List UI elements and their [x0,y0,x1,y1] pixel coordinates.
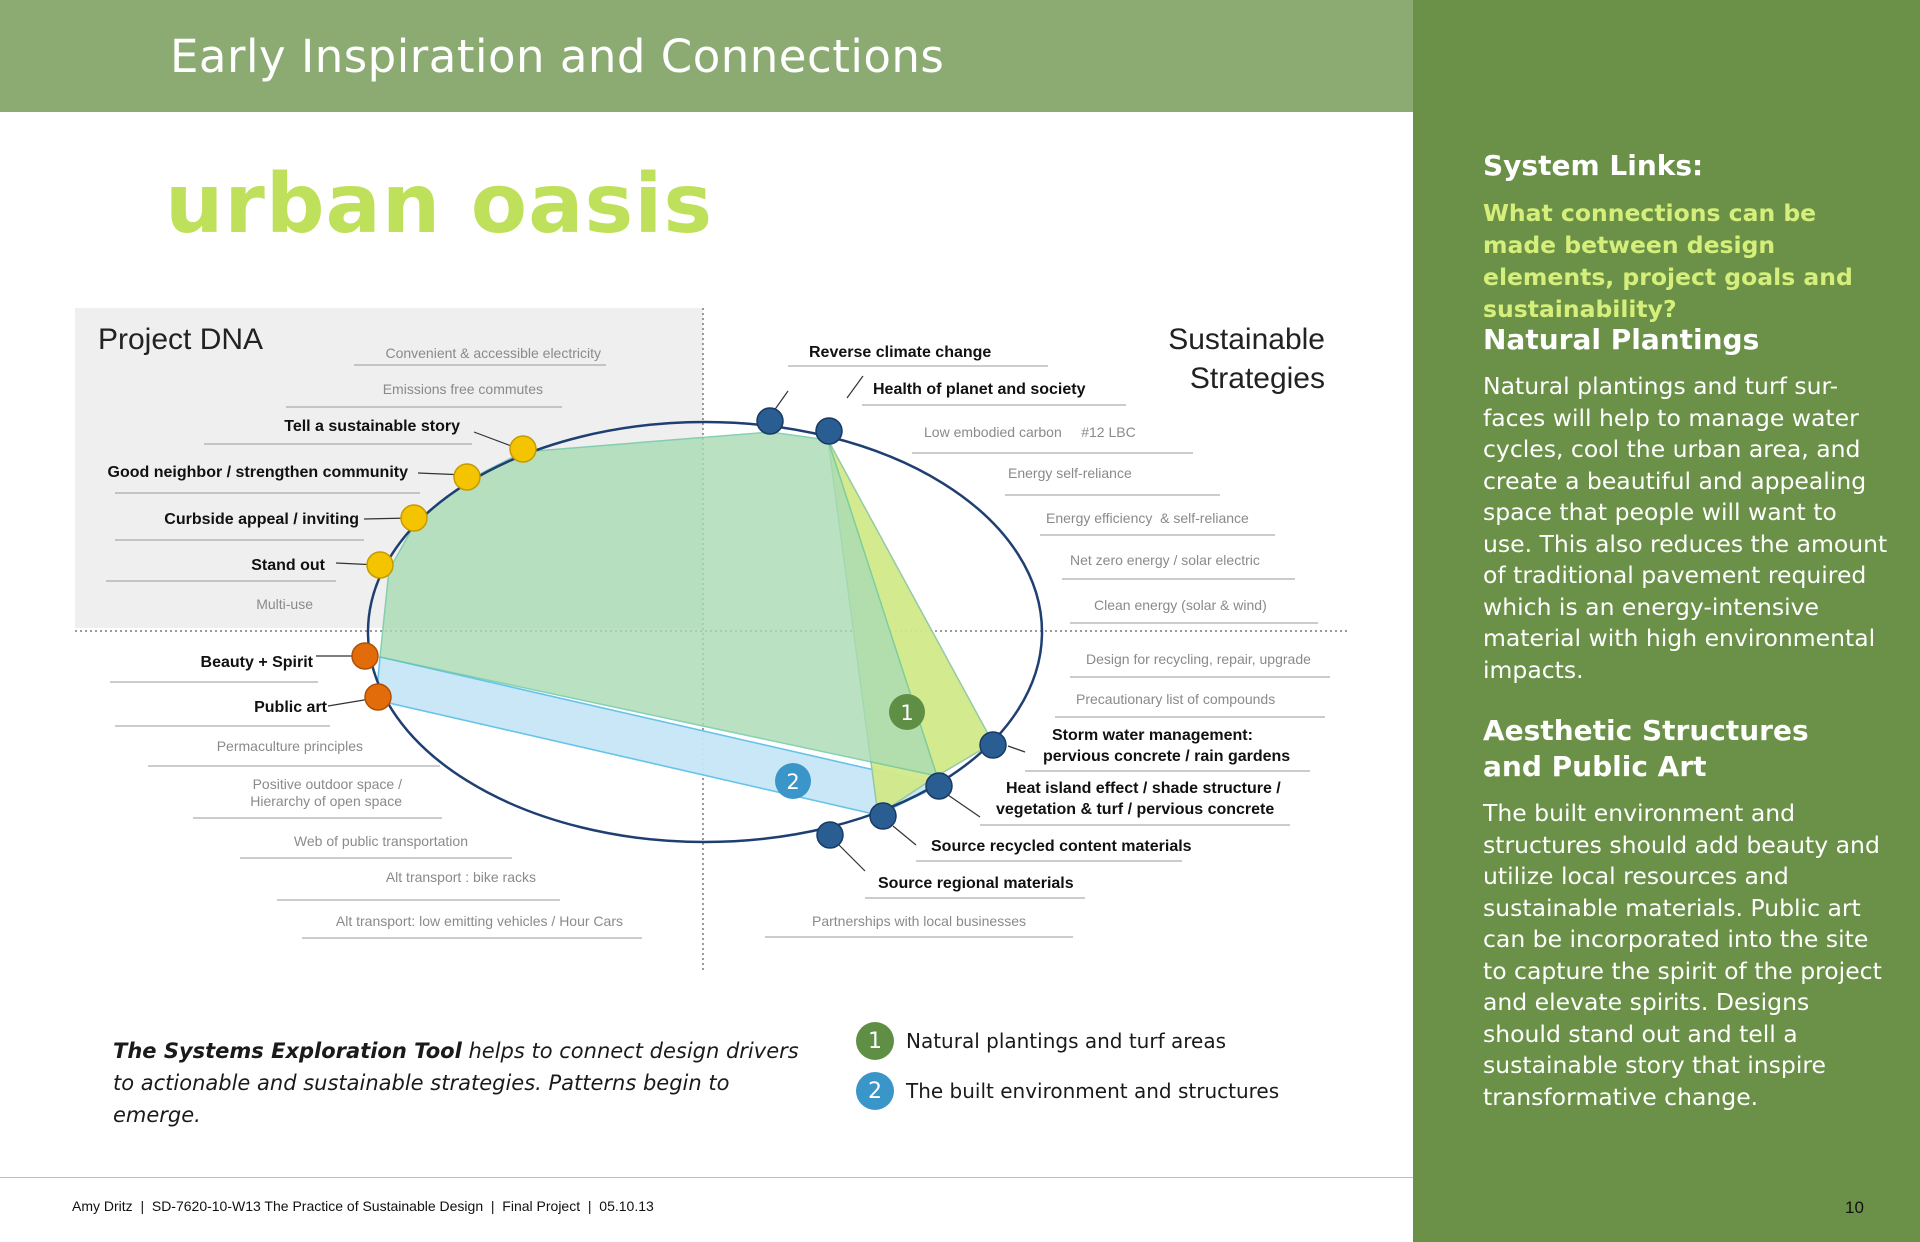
tool-description-rest: helps to connect design drivers to actio… [113,1039,799,1127]
label-public-art: Public art [254,699,328,716]
label-storm-water-1: Storm water management: [1052,727,1253,744]
header-bar: Early Inspiration and Connections [0,0,1413,112]
label-emissions-free: Emissions free commutes [383,381,543,397]
label-beauty-spirit: Beauty + Spirit [201,654,314,671]
label-recycled-content: Source recycled content materials [931,838,1192,855]
label-stand-out: Stand out [251,557,325,574]
label-net-zero: Net zero energy / solar electric [1070,552,1260,568]
footer-divider [0,1177,1413,1178]
node-stand-out [366,551,394,579]
label-good-neighbor: Good neighbor / strengthen community [108,464,409,481]
label-low-emitting: Alt transport: low emitting vehicles / H… [336,913,623,929]
tool-description: The Systems Exploration Tool helps to co… [113,1035,803,1131]
right-labels: Reverse climate change Health of planet … [765,344,1330,938]
label-bike-racks: Alt transport : bike racks [386,869,536,885]
label-health-planet: Health of planet and society [873,381,1086,398]
aesthetic-body: The built environment and structures sho… [1483,799,1882,1111]
node-beauty-spirit [351,642,379,670]
sustainable-strategies-title-1: Sustainable [1168,323,1325,356]
label-positive-outdoor-1: Positive outdoor space / [253,776,403,792]
node-health-planet-society [815,417,843,445]
zone-1-badge [889,694,925,730]
node-public-art [364,683,392,711]
system-links-heading: System Links: [1483,149,1704,182]
zone-2-badge [775,763,811,799]
label-storm-water-2: pervious concrete / rain gardens [1043,748,1290,765]
label-design-recycling: Design for recycling, repair, upgrade [1086,651,1311,667]
node-recycled-content [869,802,897,830]
label-convenient-electricity: Convenient & accessible electricity [385,345,601,361]
label-clean-energy: Clean energy (solar & wind) [1094,597,1267,613]
project-dna-title: Project DNA [98,323,263,356]
label-precautionary: Precautionary list of compounds [1076,691,1275,707]
legend-badge-1: 1 [856,1022,894,1060]
label-energy-self: Energy self-reliance [1008,465,1132,481]
label-tell-story: Tell a sustainable story [284,418,460,435]
tool-description-bold: The Systems Exploration Tool [113,1039,462,1063]
zone-2-badge-label: 2 [786,770,799,794]
sustainable-strategies-title-2: Strategies [1190,362,1325,395]
node-curbside-appeal [400,504,428,532]
system-links-question: What connections can be made between des… [1483,199,1853,323]
label-curbside: Curbside appeal / inviting [164,511,359,528]
label-permaculture: Permaculture principles [217,738,363,754]
systems-diagram: Project DNA Sustainable Strategies 1 2 [75,308,1348,972]
label-multi-use: Multi-use [256,596,313,612]
node-storm-water [979,731,1007,759]
node-heat-island [925,772,953,800]
legend-badge-2: 2 [856,1072,894,1110]
node-reverse-climate-change [756,407,784,435]
natural-plantings-heading: Natural Plantings [1483,323,1760,356]
label-heat-island-1: Heat island effect / shade structure / [1006,780,1281,797]
nodes [351,407,1007,849]
footer-credits: Amy Dritz | SD-7620-10-W13 The Practice … [72,1198,654,1214]
left-labels: Convenient & accessible electricity Emis… [106,345,642,939]
strategy-ellipse [366,420,1044,844]
label-heat-island-2: vegetation & turf / pervious concrete [996,801,1274,818]
page-title: urban oasis [165,157,714,252]
page-heading: Early Inspiration and Connections [170,30,945,83]
zone-1-badge-label: 1 [900,701,913,725]
aesthetic-heading-2: and Public Art [1483,750,1707,783]
legend-item-2: 2 The built environment and structures [856,1072,1279,1110]
label-regional-materials: Source regional materials [878,875,1074,892]
node-good-neighbor [453,463,481,491]
label-positive-outdoor-2: Hierarchy of open space [250,793,402,809]
aesthetic-heading-1: Aesthetic Structures [1483,714,1809,747]
label-reverse-climate: Reverse climate change [809,344,991,361]
legend-item-1: 1 Natural plantings and turf areas [856,1022,1226,1060]
label-web-transport: Web of public transportation [294,833,468,849]
label-partnerships: Partnerships with local businesses [812,913,1026,929]
node-regional-materials [816,821,844,849]
label-low-embodied: Low embodied carbon #12 LBC [924,424,1136,440]
natural-plantings-body: Natural plantings and turf sur-faces wil… [1483,372,1888,684]
page-number: 10 [1845,1198,1864,1217]
node-tell-sustainable-story [509,435,537,463]
legend-label-2: The built environment and structures [906,1079,1280,1103]
legend-label-1: Natural plantings and turf areas [906,1029,1226,1053]
label-energy-efficiency: Energy efficiency & self-reliance [1046,510,1249,526]
sidebar-panel: System Links: What connections can be ma… [1413,0,1920,1242]
